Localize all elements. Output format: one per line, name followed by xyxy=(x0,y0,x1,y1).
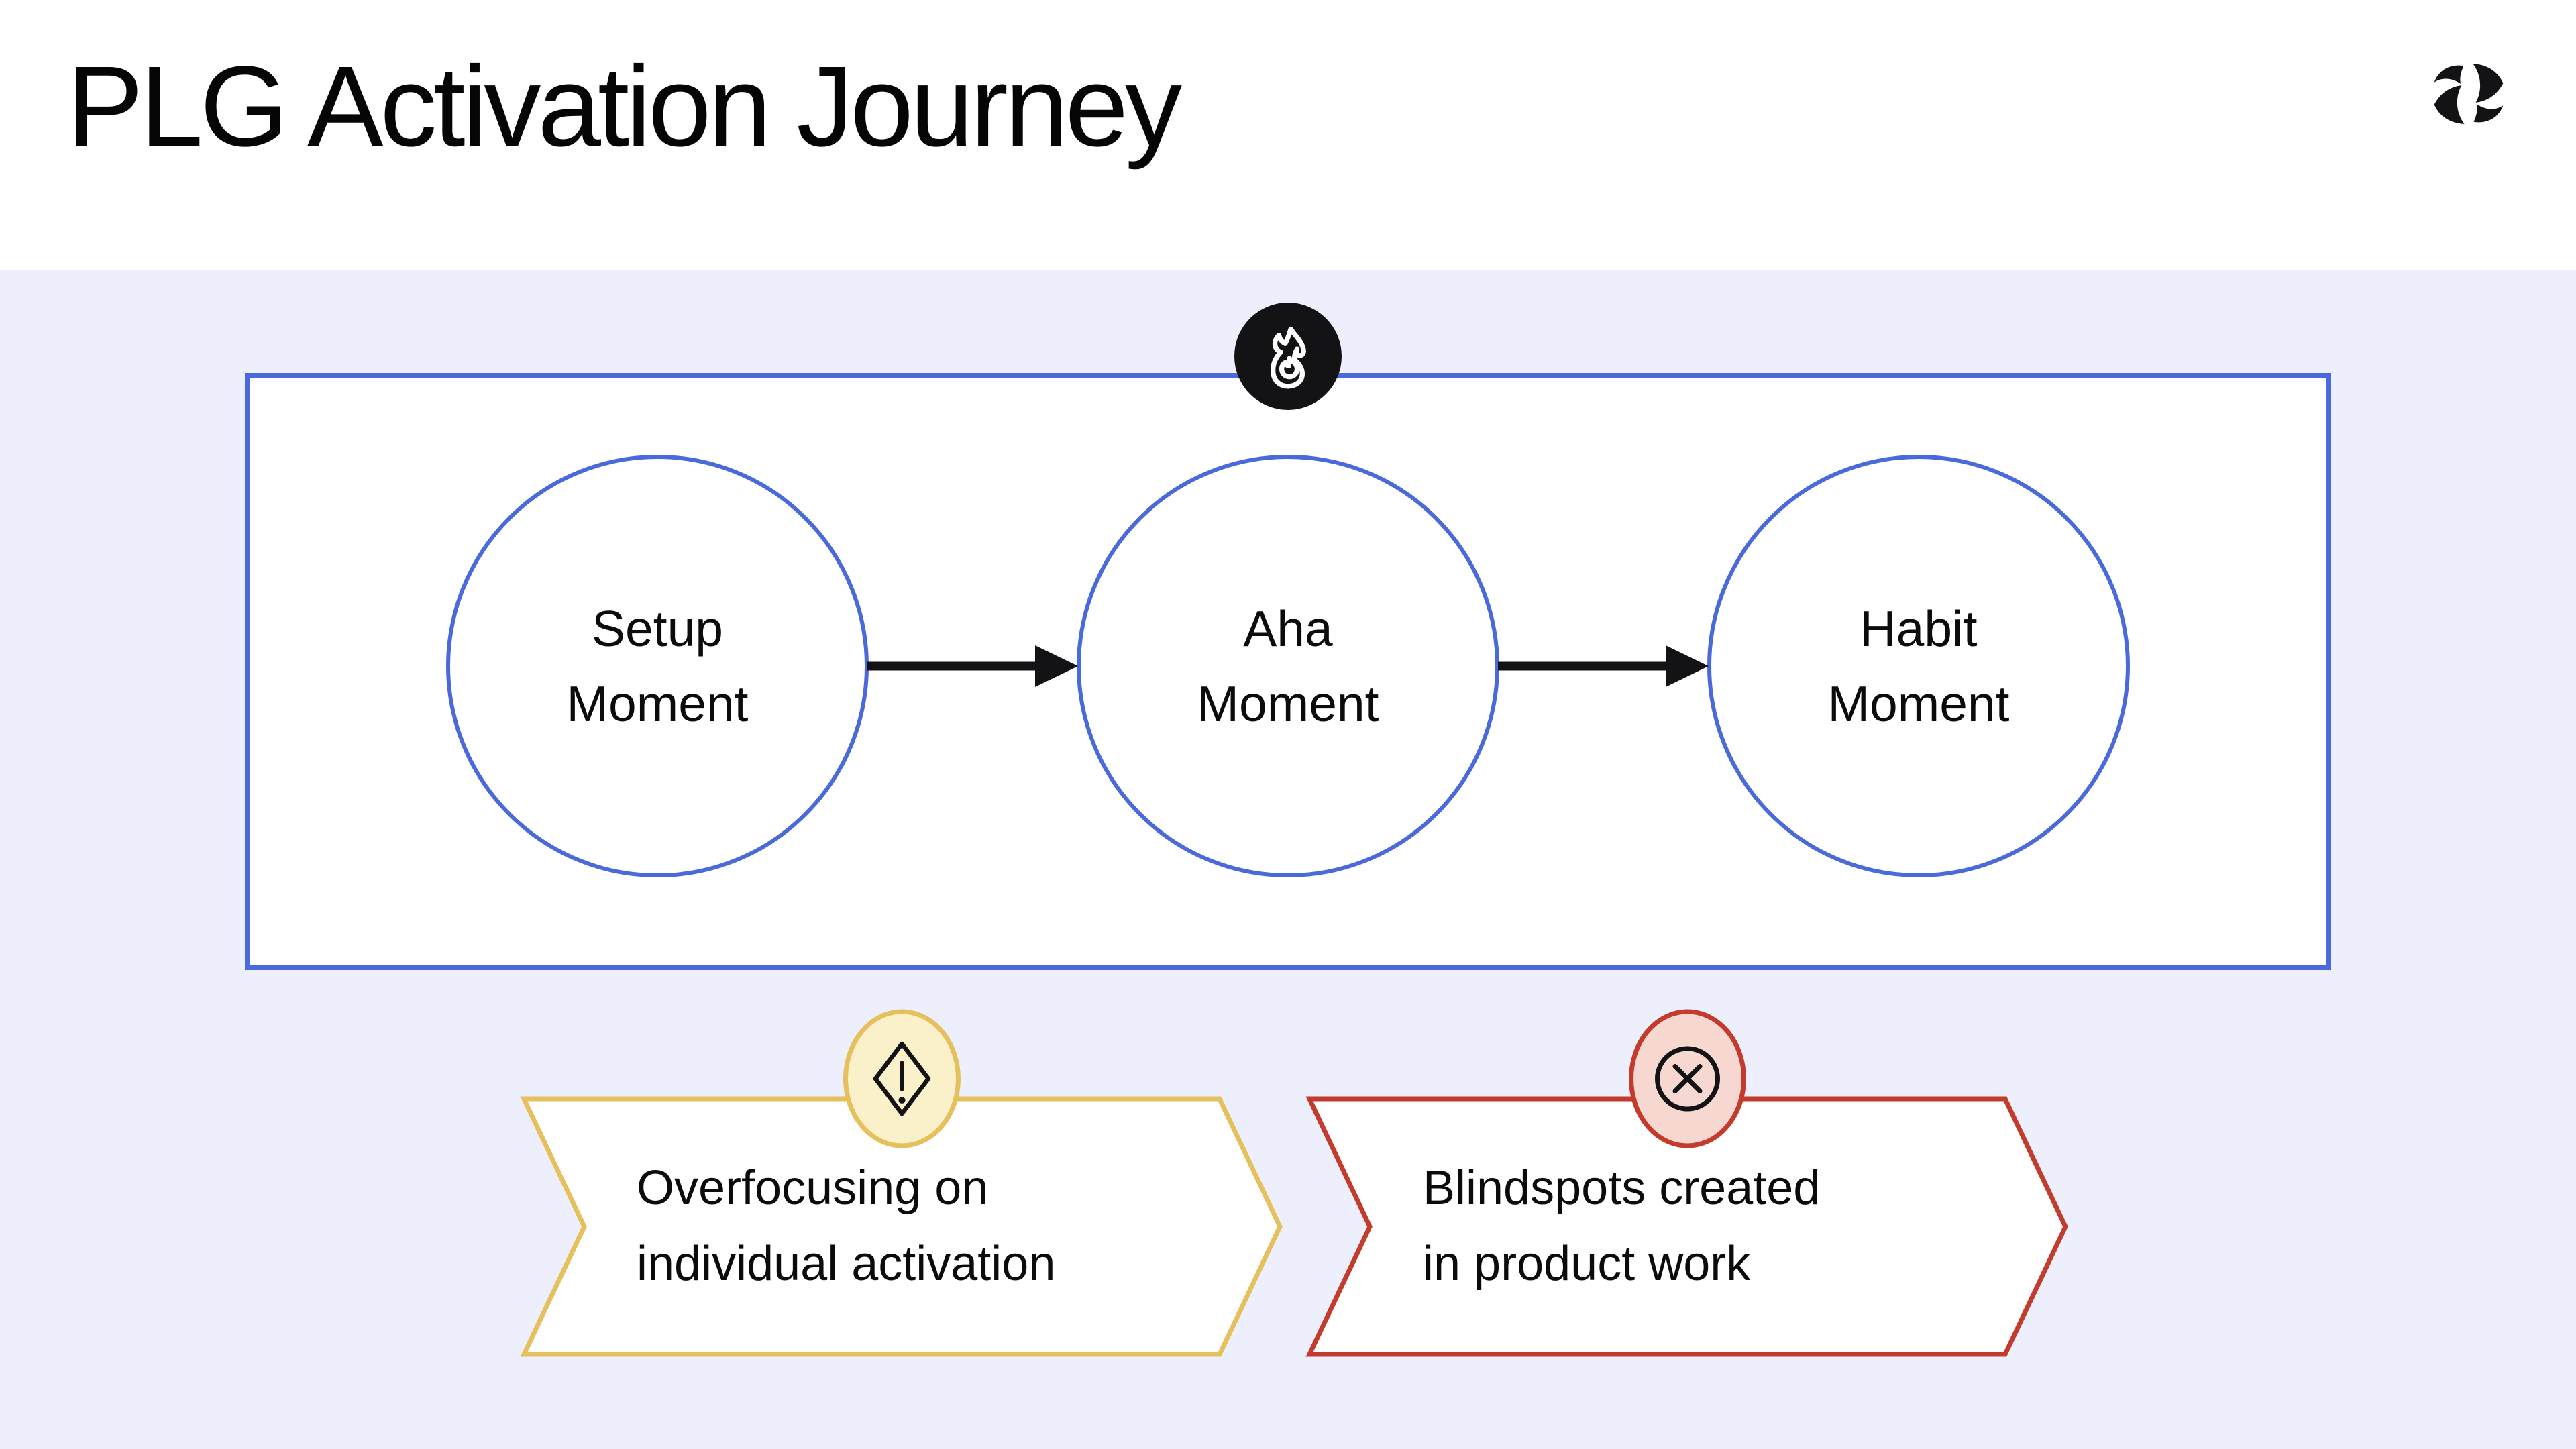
node-label-line: Moment xyxy=(1827,676,2010,732)
node-label-line: Moment xyxy=(566,676,749,732)
warning-line: Overfocusing on xyxy=(637,1161,989,1215)
node-setup-moment: Setup Moment xyxy=(446,455,869,877)
flame-badge xyxy=(1234,303,1342,410)
page-title: PLG Activation Journey xyxy=(67,43,1182,170)
x-circle-icon xyxy=(1629,1009,1746,1148)
node-label-line: Setup xyxy=(592,600,723,657)
warning-line: individual activation xyxy=(637,1237,1056,1291)
header: PLG Activation Journey xyxy=(0,0,2576,270)
node-label-line: Habit xyxy=(1860,600,1978,657)
warning-text-blindspots: Blindspots created in product work xyxy=(1423,1150,1820,1302)
node-label-line: Aha xyxy=(1243,600,1333,657)
pinwheel-logo-icon xyxy=(2434,64,2504,124)
node-habit-moment: Habit Moment xyxy=(1707,455,2130,877)
warning-chevron-yellow xyxy=(520,1096,1283,1357)
flame-icon xyxy=(1270,326,1306,389)
arrow-right-icon xyxy=(867,645,1078,687)
warning-line: in product work xyxy=(1423,1237,1751,1291)
arrow-right-icon xyxy=(1498,645,1709,687)
node-label-line: Moment xyxy=(1197,676,1379,732)
warning-line: Blindspots created xyxy=(1423,1161,1821,1215)
warning-chevron-red xyxy=(1305,1096,2068,1357)
warning-text-overfocusing: Overfocusing on individual activation xyxy=(637,1150,1055,1302)
node-aha-moment: Aha Moment xyxy=(1077,455,1499,877)
warning-diamond-icon xyxy=(843,1009,961,1148)
